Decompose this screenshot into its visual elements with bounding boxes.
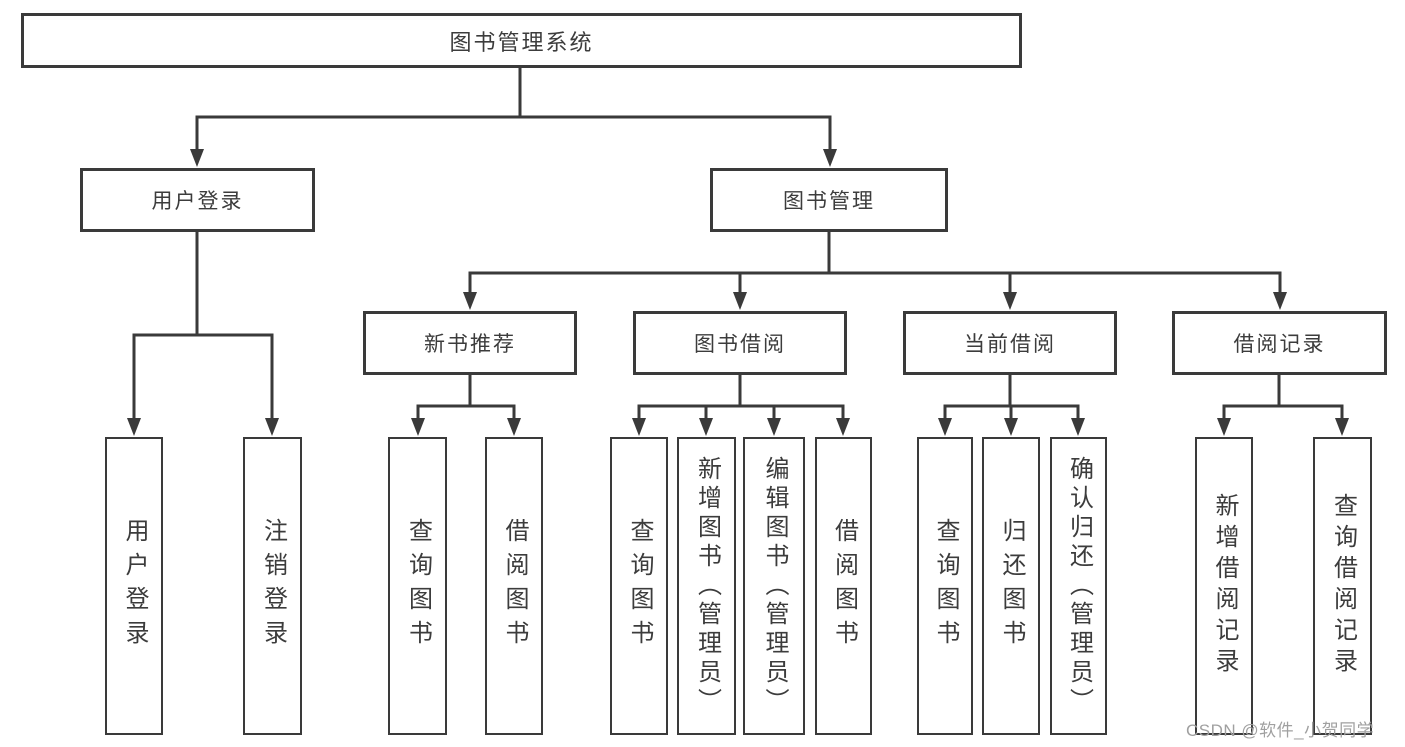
leaf-label: 查询借阅记录: [1329, 493, 1357, 679]
leaf-add-borrow-record: 新增借阅记录: [1195, 437, 1253, 735]
leaf-label: 借阅图书: [501, 518, 528, 654]
node-label: 新书推荐: [424, 333, 516, 356]
node-label: 借阅记录: [1233, 333, 1326, 356]
leaf-label: 新增借阅记录: [1211, 493, 1238, 679]
leaf-label: 查询图书: [404, 518, 432, 654]
node-current-borrowing: 当前借阅: [903, 311, 1117, 375]
node-label: 图书借阅: [694, 333, 786, 356]
node-borrow-records: 借阅记录: [1172, 311, 1387, 375]
leaf-query-books-current: 查询图书: [917, 437, 973, 735]
leaf-label: 借阅图书: [830, 518, 858, 654]
csdn-watermark: CSDN @软件_小贺同学: [1186, 721, 1375, 740]
node-root-label: 图书管理系统: [449, 29, 594, 55]
node-root-system: 图书管理系统: [21, 13, 1022, 68]
leaf-confirm-return-admin: 确认归还（管理员）: [1050, 437, 1107, 735]
leaf-return-books: 归还图书: [982, 437, 1040, 735]
leaf-query-books-borrowing: 查询图书: [610, 437, 668, 735]
leaf-edit-books-admin: 编辑图书（管理员）: [743, 437, 805, 735]
leaf-borrow-books: 借阅图书: [815, 437, 872, 735]
leaf-label: 查询图书: [932, 518, 959, 654]
leaf-label: 用户登录: [121, 518, 148, 654]
leaf-label: 新增图书（管理员）: [693, 455, 721, 717]
node-new-book-recommend: 新书推荐: [363, 311, 577, 375]
node-user-login: 用户登录: [80, 168, 315, 232]
node-label: 图书管理: [783, 190, 875, 213]
leaf-add-books-admin: 新增图书（管理员）: [677, 437, 736, 735]
node-label: 用户登录: [151, 190, 244, 213]
leaf-label: 确认归还（管理员）: [1065, 455, 1093, 717]
node-label: 当前借阅: [964, 333, 1056, 356]
leaf-label: 归还图书: [998, 518, 1025, 654]
leaf-query-borrow-record: 查询借阅记录: [1313, 437, 1372, 735]
node-book-borrowing: 图书借阅: [633, 311, 847, 375]
leaf-label: 注销登录: [259, 518, 287, 654]
leaf-logout: 注销登录: [243, 437, 302, 735]
leaf-label: 编辑图书（管理员）: [761, 455, 788, 717]
leaf-label: 查询图书: [626, 518, 653, 654]
node-book-management: 图书管理: [710, 168, 948, 232]
leaf-borrow-books-recommend: 借阅图书: [485, 437, 543, 735]
leaf-user-login: 用户登录: [105, 437, 163, 735]
leaf-query-books-recommend: 查询图书: [388, 437, 447, 735]
